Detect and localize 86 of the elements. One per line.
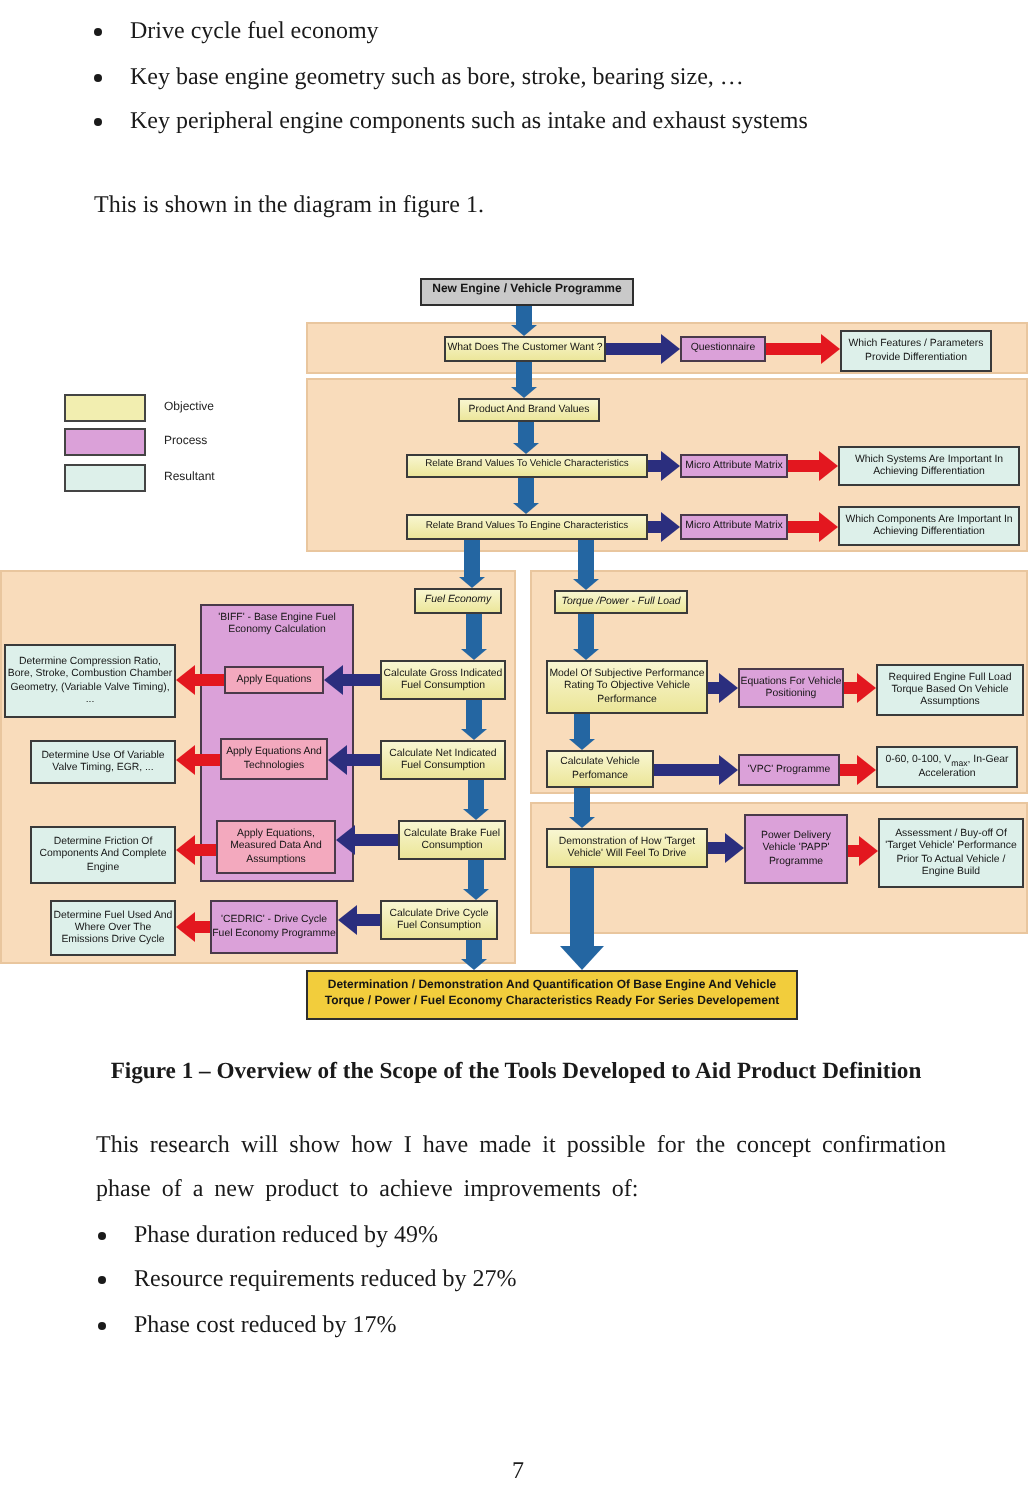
objective-box (398, 820, 506, 860)
result-box (4, 644, 176, 718)
arrow (560, 868, 604, 970)
step-box (224, 666, 324, 694)
result-box (840, 330, 992, 372)
arrow (511, 306, 537, 336)
arrow (513, 422, 539, 454)
result-box (876, 664, 1024, 716)
objective-box (546, 828, 708, 868)
arrow (573, 540, 599, 590)
arrow (708, 673, 738, 703)
arrow (176, 665, 224, 695)
arrow (461, 940, 487, 970)
result-box (838, 446, 1020, 486)
result-box (876, 746, 1018, 788)
objective-box (546, 750, 654, 788)
arrow (788, 451, 838, 481)
objective-box (444, 336, 606, 362)
bullet-text: Phase cost reduced by 17% (134, 1310, 397, 1340)
arrow (176, 745, 220, 775)
objective-box (406, 514, 648, 540)
arrow (569, 788, 595, 828)
result-box (50, 900, 176, 956)
arrow (461, 614, 487, 660)
result-box (878, 818, 1024, 888)
process-box (680, 514, 788, 540)
bullet-text: Key peripheral engine components such as intake and exhaust systems (130, 105, 808, 135)
arrow (459, 540, 485, 588)
arrow (328, 745, 380, 775)
objective-box (406, 454, 648, 478)
arrow (606, 334, 680, 364)
arrow (176, 912, 210, 942)
arrow (324, 665, 380, 695)
process-box (210, 900, 338, 954)
page-number: 7 (512, 1456, 524, 1486)
process-box (738, 668, 844, 708)
arrow (844, 673, 876, 703)
arrow (176, 835, 216, 865)
arrow (788, 512, 838, 542)
bullet-text: Phase duration reduced by 49% (134, 1219, 438, 1249)
process-box (738, 754, 840, 786)
objective-box (380, 740, 506, 780)
arrow (338, 905, 380, 935)
arrow (463, 860, 489, 900)
body-text: This is shown in the diagram in figure 1. (94, 189, 484, 219)
start-box (420, 278, 634, 306)
arrow (848, 836, 878, 866)
group-panel (306, 378, 1028, 552)
process-box (680, 454, 788, 478)
arrow (463, 780, 489, 820)
arrow (336, 825, 398, 855)
arrow (569, 714, 595, 750)
process-box (680, 336, 766, 362)
objective-box (546, 660, 708, 714)
arrow (513, 478, 539, 514)
arrow (840, 755, 876, 785)
arrow (573, 614, 599, 660)
bullet-text: Drive cycle fuel economy (130, 15, 379, 45)
bullet-text: Key base engine geometry such as bore, stroke, bearing size, … (130, 61, 744, 91)
process-box (744, 814, 848, 884)
group-panel (530, 802, 1028, 934)
outcome-box (306, 970, 798, 1020)
group-panel (306, 322, 1028, 374)
arrow (461, 700, 487, 740)
arrow (766, 334, 840, 364)
objective-box (414, 588, 502, 614)
figure-caption: Figure 1 – Overview of the Scope of the Tools Developed to Aid Product Definition (108, 1056, 924, 1086)
paragraph: This research will show how I have made it possible for the concept confirmation phase of a new product to achieve improvements of: (96, 1127, 946, 1205)
objective-box (554, 590, 688, 614)
group-panel (530, 570, 1028, 794)
group-panel (0, 570, 516, 964)
arrow (648, 512, 680, 542)
arrow (511, 362, 537, 398)
arrow (654, 755, 738, 785)
result-box (838, 506, 1020, 546)
step-box (216, 820, 336, 874)
step-box (220, 738, 328, 780)
result-box (30, 826, 176, 884)
objective-box (458, 398, 600, 422)
arrow (708, 833, 744, 863)
objective-box (380, 900, 498, 940)
result-box (30, 740, 176, 784)
arrow (648, 451, 680, 481)
objective-box (380, 660, 506, 700)
process-box (200, 604, 354, 882)
bullet-text: Resource requirements reduced by 27% (134, 1264, 517, 1294)
